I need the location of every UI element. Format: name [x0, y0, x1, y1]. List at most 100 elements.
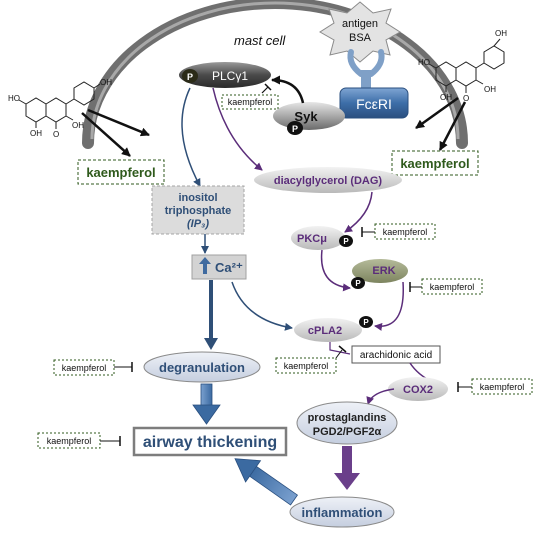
entry-arrow-left-2	[87, 108, 150, 137]
cpla2-to-aa-arrow	[329, 342, 351, 355]
cpla2-phospho-label: P	[363, 318, 369, 327]
kaempferol-box-cox2	[471, 378, 533, 395]
inhibit-bar-plc	[264, 83, 272, 91]
calcium-box	[191, 254, 247, 280]
calcium-to-degranulation-shaft	[209, 280, 213, 340]
kaempferol-label-left: kaempferol	[86, 165, 155, 180]
dag-node	[254, 167, 402, 193]
airway-thickening-box	[132, 426, 288, 457]
antigen-label: antigen	[342, 18, 378, 30]
kaempferol-box-cpla2	[275, 357, 337, 374]
kaempferol-box-left	[77, 159, 165, 185]
bsa-label: BSA	[349, 32, 372, 44]
inflammation-to-airway-arrow	[234, 458, 298, 506]
pg-to-inflammation-shaft	[342, 446, 352, 474]
kaempferol-box-erk	[421, 278, 483, 295]
cox2-label: COX2	[403, 384, 433, 396]
cpla2-node	[294, 318, 362, 342]
molecule-left-o: O	[53, 130, 59, 139]
kaempferol-box-degranulation	[53, 359, 115, 376]
kaempferol-box-pkc	[374, 223, 436, 240]
degranulation-to-airway-shaft	[200, 383, 213, 407]
cox2-to-pg-arrow	[366, 388, 395, 405]
ip3-line2: triphosphate	[165, 205, 232, 217]
prostaglandins-node	[296, 401, 398, 445]
molecule-left-oh-right: OH	[72, 121, 84, 130]
entry-arrow-left-1	[81, 112, 131, 157]
kaempferol-label-cpla2: kaempferol	[284, 361, 329, 371]
prostaglandins-line2: PGD2/PGF2α	[313, 426, 382, 438]
dag-label: diacylglycerol (DAG)	[274, 175, 383, 187]
cpla2-label: cPLA2	[308, 325, 342, 337]
plc-to-dag-arrow	[212, 87, 263, 171]
cox2-node	[388, 377, 448, 401]
pkc-phospho	[339, 235, 353, 247]
calcium-to-degranulation-head	[204, 338, 218, 350]
pkc-to-erk-arrow	[320, 249, 351, 292]
pkc-mu-node	[291, 226, 345, 250]
inhibit-bar-cpla2	[338, 345, 347, 353]
degranulation-node	[143, 351, 261, 383]
fceri-receptor	[339, 87, 409, 119]
kaempferol-label-airway: kaempferol	[47, 436, 92, 446]
prostaglandins-line1: prostaglandins	[308, 412, 387, 424]
plc-gamma1-label: PLCγ1	[212, 69, 248, 83]
inhibit-line-plc	[261, 86, 269, 94]
erk-label: ERK	[372, 265, 395, 277]
kaempferol-label-pkc: kaempferol	[383, 227, 428, 237]
mast-cell-label: mast cell	[234, 33, 286, 48]
dag-to-pkc-arrow	[344, 191, 373, 233]
kaempferol-label-erk: kaempferol	[430, 282, 475, 292]
kaempferol-structure-right	[428, 38, 505, 93]
syk-to-plc-arrow	[271, 75, 305, 104]
airway-thickening-label: airway thickening	[143, 434, 277, 451]
cell-membrane	[82, 0, 468, 149]
ip3-line3: (IP₃)	[187, 218, 209, 230]
inflammation-label: inflammation	[302, 505, 383, 520]
ip3-line1: inositol	[178, 192, 217, 204]
molecule-left-oh-top: OH	[100, 78, 112, 87]
fceri-label: FcεRI	[356, 96, 392, 112]
antigen-star	[319, 1, 401, 63]
molecule-left-ho: HO	[8, 94, 20, 103]
arachidonic-acid-label: arachidonic acid	[360, 350, 432, 361]
erk-node	[352, 259, 408, 283]
molecule-right-oh-bottom: OH	[440, 93, 452, 102]
kaempferol-label-degranulation: kaempferol	[62, 363, 107, 373]
receptor-y-shape	[347, 49, 385, 92]
kaempferol-label-plc: kaempferol	[228, 97, 273, 107]
syk-phospho	[287, 121, 303, 135]
cell-membrane-highlight	[90, 1, 460, 140]
arachidonic-acid-box	[351, 345, 441, 364]
kaempferol-label-right: kaempferol	[400, 156, 469, 171]
molecule-right-oh-right: OH	[484, 85, 496, 94]
inflammation-node	[289, 496, 395, 528]
syk-phospho-label: P	[292, 124, 298, 134]
kaempferol-box-plc	[221, 94, 279, 110]
molecule-right-oh-top: OH	[495, 29, 507, 38]
degranulation-label: degranulation	[159, 360, 245, 375]
calcium-to-cpla2-arrow	[231, 281, 293, 331]
degranulation-to-airway-head	[192, 404, 221, 425]
erk-phospho-label: P	[355, 279, 361, 288]
calcium-up-arrow-icon	[199, 257, 211, 274]
molecule-left-oh-bottom: OH	[30, 129, 42, 138]
pkc-phospho-label: P	[343, 237, 349, 246]
entry-arrow-right-2	[438, 101, 467, 151]
plc-to-ip3-arrow	[181, 87, 201, 187]
plc-phospho	[182, 69, 198, 83]
pg-to-inflammation-head	[334, 473, 360, 490]
erk-to-cpla2-arrow	[374, 281, 404, 331]
erk-phospho	[351, 277, 365, 289]
syk-label: Syk	[294, 109, 318, 124]
entry-arrow-right-1	[415, 96, 459, 130]
cpla2-phospho	[359, 316, 373, 328]
inhibit-line-cpla2	[335, 349, 343, 359]
molecule-right-ho: HO	[418, 58, 430, 67]
calcium-label: Ca²⁺	[215, 260, 243, 275]
kaempferol-label-cox2: kaempferol	[480, 382, 525, 392]
plc-gamma1-node	[179, 62, 271, 88]
molecule-right-o: O	[463, 94, 469, 103]
